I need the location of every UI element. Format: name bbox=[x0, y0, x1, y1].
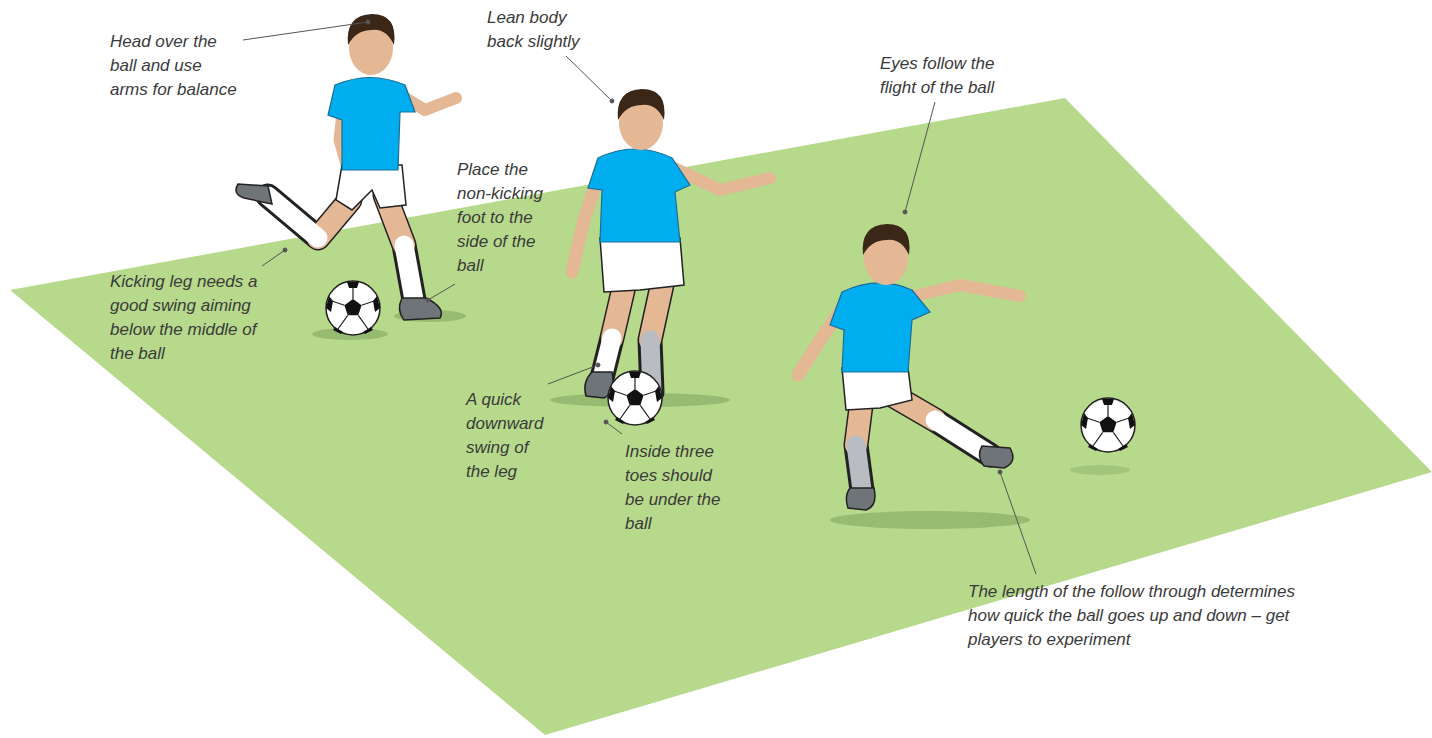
leader-lines bbox=[243, 20, 1036, 574]
pitch bbox=[10, 98, 1432, 735]
player-figure bbox=[572, 89, 770, 398]
callout-label: Place the non-kicking foot to the side o… bbox=[457, 158, 565, 278]
callout-label: Inside three toes should be under the ba… bbox=[625, 440, 733, 536]
player-figure bbox=[798, 224, 1020, 510]
player-figure bbox=[236, 14, 456, 320]
callout-label: Head over the ball and use arms for bala… bbox=[110, 30, 242, 102]
callout-label: Kicking leg needs a good swing aiming be… bbox=[110, 270, 268, 366]
callout-label: Eyes follow the flight of the ball bbox=[880, 52, 1030, 100]
callout-label: Lean body back slightly bbox=[487, 6, 597, 54]
callout-label: The length of the follow through determi… bbox=[968, 580, 1308, 652]
callout-label: A quick downward swing of the leg bbox=[466, 388, 556, 484]
